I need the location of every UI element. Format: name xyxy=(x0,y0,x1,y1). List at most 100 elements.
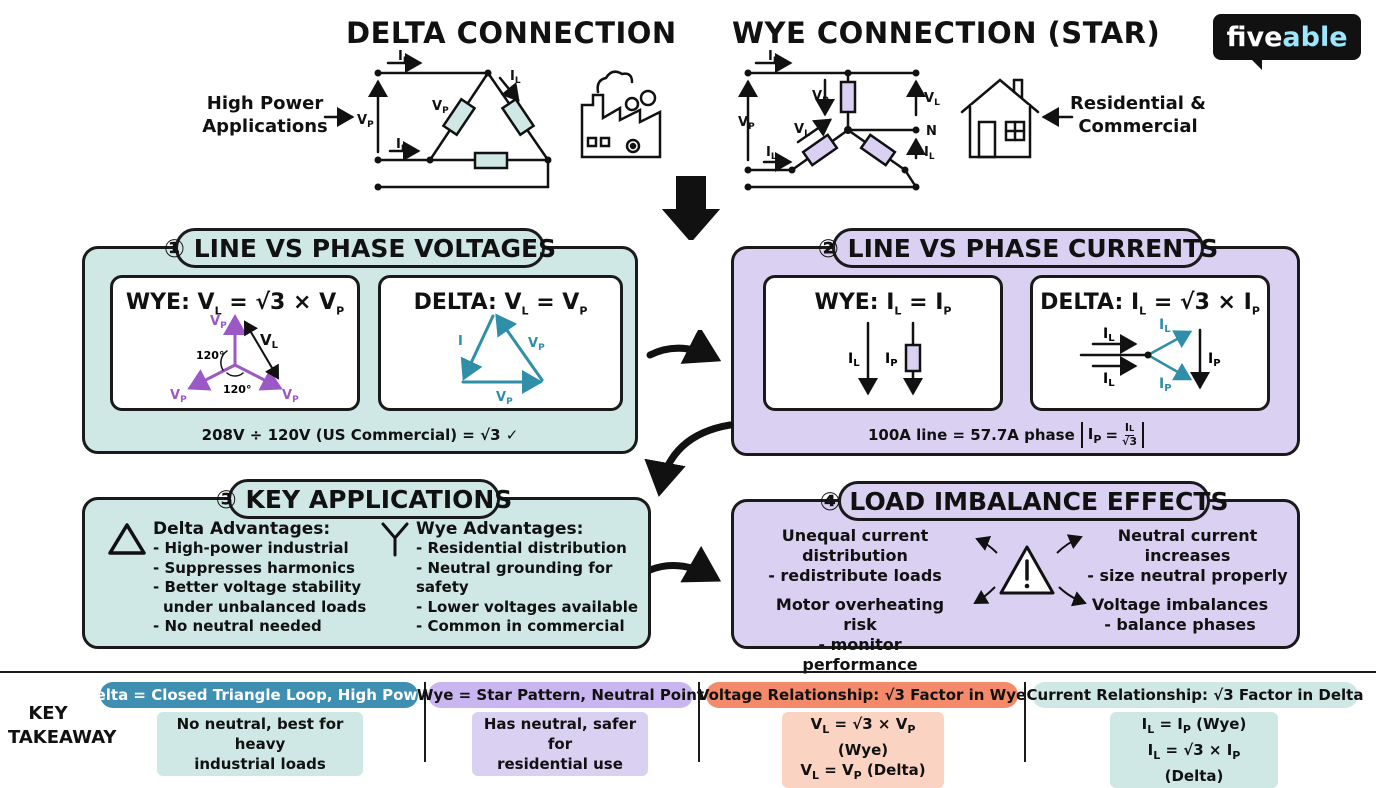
wye-vl-phasor: VL xyxy=(260,331,279,351)
wye-vl-label: VL xyxy=(924,91,940,108)
takeaway-delta-head: Delta = Closed Triangle Loop, High Power xyxy=(83,682,435,708)
panel-connector-arrows xyxy=(644,330,734,583)
section4-title: ④ LOAD IMBALANCE EFFECTS xyxy=(820,481,1228,521)
takeaway-voltage-body: VL = √3 × VP (Wye) VL = VP (Delta) xyxy=(782,712,944,788)
residential-label: Residential & Commercial xyxy=(1068,92,1208,139)
high-power-line2: Applications xyxy=(202,116,328,138)
delta-il-current-out: IL xyxy=(1159,317,1171,335)
wye-ip-top-label: IP xyxy=(768,49,780,66)
logo-text-a: five xyxy=(1226,21,1283,53)
takeaway-current-head: Current Relationship: √3 Factor in Delta xyxy=(1027,682,1363,708)
delta-voltage-formula: DELTA: VL = VP xyxy=(413,290,588,318)
delta-connection-title: DELTA CONNECTION xyxy=(346,16,677,50)
delta-adv-item: - No neutral needed xyxy=(153,617,322,635)
delta-adv-item: - Better voltage stability xyxy=(153,578,362,596)
logo-text-b: able xyxy=(1282,21,1348,53)
current-note-formula: IP = IL √3 xyxy=(1080,422,1145,448)
wye-circuit xyxy=(738,53,926,189)
voltage-delta-formula: VL = VP (Delta) xyxy=(800,761,926,782)
takeaway-sep-2 xyxy=(698,682,700,762)
wye-vp-top: VP xyxy=(210,314,227,331)
current-note-text: 100A line = 57.7A phase xyxy=(868,426,1075,444)
takeaway-sep-3 xyxy=(1024,682,1026,762)
takeaway-current-body: IL = IP (Wye) IL = √3 × IP (Delta) xyxy=(1110,712,1278,788)
wye-neutral-label: N xyxy=(926,124,937,139)
delta-adv-item: - Suppresses harmonics xyxy=(153,558,355,577)
wye-voltage-formula: WYE: VL = √3 × VP xyxy=(125,290,345,318)
warning-icon-group xyxy=(973,534,1087,607)
voltage-phasor-diagrams: VP VP VP VL 120° 120° I VP VP xyxy=(170,313,545,407)
imbalance-top-right: Neutral current increases- size neutral … xyxy=(1087,526,1288,585)
angle-label-1: 120° xyxy=(196,349,224,362)
angle-label-2: 120° xyxy=(223,383,251,396)
delta-adv-item: - High-power industrial xyxy=(153,539,349,557)
delta-il-current-bottom: IL xyxy=(1103,371,1115,389)
current-wye-formula: IL = IP (Wye) xyxy=(1141,715,1247,736)
wye-vp-center-label: VP xyxy=(812,89,829,106)
takeaway-wye-head: Wye = Star Pattern, Neutral Point xyxy=(417,682,704,708)
delta-advantages-heading: Delta Advantages: xyxy=(153,519,331,539)
takeaway-sep-1 xyxy=(424,682,426,762)
delta-ip-top-label: IP xyxy=(398,49,410,66)
delta-circuit xyxy=(368,53,550,189)
wye-advantages: Wye Advantages: - Residential distributi… xyxy=(416,519,641,637)
high-power-line1: High Power xyxy=(206,93,324,114)
delta-il-current-top: IL xyxy=(1103,326,1115,344)
wye-connection-title: WYE CONNECTION (STAR) xyxy=(732,16,1161,50)
delta-ip-current-side: IP xyxy=(1208,351,1221,369)
delta-current-card: DELTA: IL = √3 × IP xyxy=(1030,275,1270,411)
section1-title: ① LINE VS PHASE VOLTAGES xyxy=(164,228,556,268)
wye-vl-center-label: VL xyxy=(794,122,810,139)
house-icon xyxy=(960,78,1040,159)
voltage-note: 208V ÷ 120V (US Commercial) = √3 ✓ xyxy=(201,426,519,444)
voltage-wye-formula: VL = √3 × VP (Wye) xyxy=(810,715,916,759)
takeaway-voltage-head: Voltage Relationship: √3 Factor in Wye xyxy=(698,682,1026,708)
wye-vp-right: VP xyxy=(282,388,299,405)
wye-y-icon xyxy=(381,522,409,557)
residential-line1: Residential & xyxy=(1070,93,1206,114)
section2-title: ② LINE VS PHASE CURRENTS xyxy=(818,228,1218,268)
delta-vp-label: VP xyxy=(357,113,374,130)
section3-title: ③ KEY APPLICATIONS xyxy=(216,479,512,519)
imbalance-bottom-right: Voltage imbalances- balance phases xyxy=(1091,595,1269,634)
imbalance-top-left: Unequal current distribution- redistribu… xyxy=(768,526,942,585)
delta-vp-right-phasor: VP xyxy=(528,336,545,353)
wye-current-formula: WYE: IL = IP xyxy=(814,290,952,318)
delta-voltage-card: DELTA: VL = VP xyxy=(378,275,623,411)
delta-vp-resistor-label: VP xyxy=(432,99,449,116)
header-diagrams: VP IP IP VP IL VP IP VP VL N IL VL IL xyxy=(323,49,1074,240)
delta-advantages: Delta Advantages: - High-power industria… xyxy=(153,519,373,637)
wye-vp-left-label: VP xyxy=(738,115,755,132)
delta-adv-item: under unbalanced loads xyxy=(163,597,367,616)
takeaway-divider xyxy=(0,671,1376,673)
logo-tail xyxy=(1248,56,1262,70)
wye-adv-item: - Lower voltages available xyxy=(416,597,639,616)
current-delta-formula: IL = √3 × IP (Delta) xyxy=(1147,741,1241,785)
wye-current-card: WYE: IL = IP xyxy=(763,275,1003,411)
delta-ip-bottom-label: IP xyxy=(396,137,408,154)
wye-advantages-heading: Wye Advantages: xyxy=(416,519,584,539)
wye-il-right-label: IL xyxy=(924,145,935,162)
delta-current-formula: DELTA: IL = √3 × IP xyxy=(1040,290,1260,318)
residential-line2: Commercial xyxy=(1078,116,1198,138)
delta-ip-current-out: IP xyxy=(1159,376,1172,394)
current-diagrams: IL IP IL IL IL IP IP xyxy=(848,317,1221,396)
wye-il-left-label: IL xyxy=(766,145,777,162)
delta-vp-bottom-phasor: VP xyxy=(496,390,513,407)
delta-vl-phasor: I xyxy=(458,334,463,349)
wye-adv-item: - Residential distribution xyxy=(416,539,627,557)
wye-ip-current: IP xyxy=(885,351,898,369)
high-power-label: High Power Applications xyxy=(200,92,330,139)
wye-adv-item: - Common in commercial xyxy=(416,617,625,635)
wye-il-current: IL xyxy=(848,351,860,369)
current-note: 100A line = 57.7A phase IP = IL √3 xyxy=(868,422,1168,448)
down-arrow-icon xyxy=(661,176,721,240)
delta-il-label: IL xyxy=(510,69,521,86)
factory-icon xyxy=(580,70,662,159)
triangle-icon xyxy=(108,523,146,555)
wye-vp-left: VP xyxy=(170,388,187,405)
